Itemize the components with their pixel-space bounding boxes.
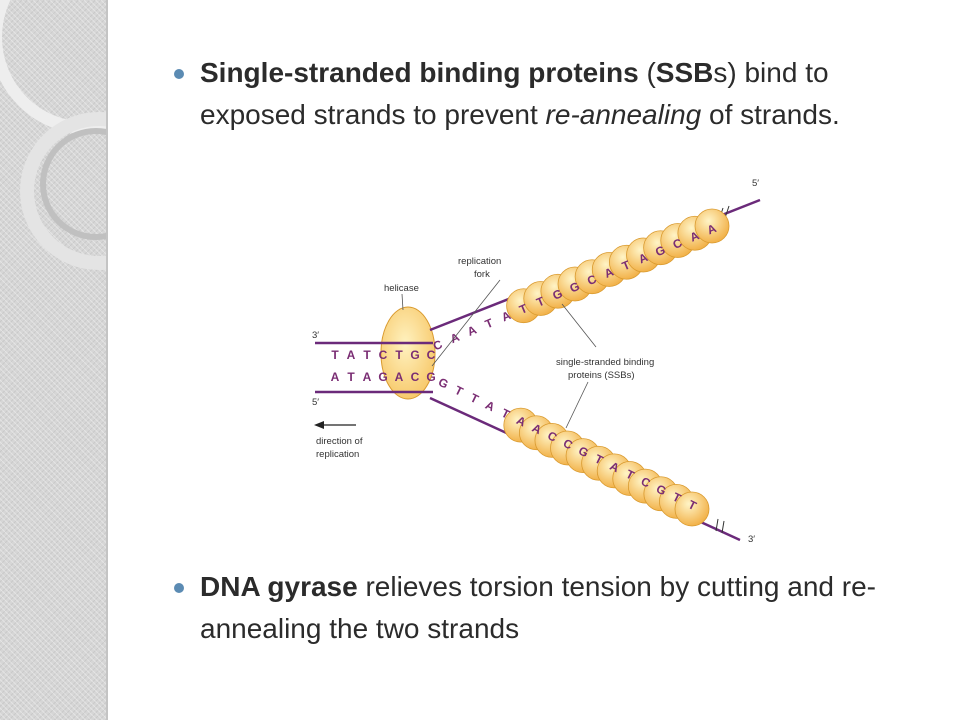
helicase-label: helicase: [384, 283, 419, 294]
strand-break-mark: [715, 205, 730, 534]
replication-fork-label: replication: [458, 256, 501, 267]
ssb-protein: [674, 491, 710, 527]
base-letter: T: [331, 348, 339, 362]
base-letter: C: [411, 370, 420, 384]
end-label-5prime-left: 5′: [312, 397, 319, 408]
base-letter: T: [347, 370, 355, 384]
bullet-gyrase-term: DNA gyrase: [200, 571, 358, 602]
helicase-shape: [380, 306, 436, 400]
bullet-ssb-abbrev: SSB: [655, 57, 714, 88]
bullet-ssb-text: (: [638, 57, 656, 88]
base-letter: T: [453, 383, 466, 399]
bullet-ssb-term: Single-stranded binding proteins: [200, 57, 639, 88]
helicase-leader-line: [401, 293, 404, 311]
ssb-leader-line-upper: [561, 303, 597, 348]
bullet-ssb: Single-stranded binding proteins (SSBs) …: [174, 52, 930, 136]
base-letter: A: [483, 398, 497, 415]
base-letter: G: [426, 370, 435, 384]
direction-label: replication: [316, 449, 359, 460]
base-letter: A: [347, 348, 356, 362]
base-letter: A: [395, 370, 404, 384]
ssb-label: proteins (SSBs): [568, 370, 635, 381]
direction-label: direction of: [316, 436, 363, 447]
base-letter: T: [395, 348, 403, 362]
base-letter: G: [378, 370, 387, 384]
base-letter: G: [436, 375, 451, 392]
base-letter: C: [427, 348, 436, 362]
ssb-protein: [694, 208, 730, 244]
bullet-ssb-text: of strands.: [701, 99, 840, 130]
bullet-ssb-text: s) bind to exposed strands to prevent: [200, 57, 829, 130]
base-letter: A: [363, 370, 372, 384]
decorative-side-panel: [0, 0, 108, 720]
ssb-leader-line-lower: [565, 381, 589, 429]
base-letter: G: [410, 348, 419, 362]
bullet-gyrase-text: relieves torsion tension by cutting and …: [200, 571, 876, 644]
bullet-gyrase: DNA gyrase relieves torsion tension by c…: [174, 566, 930, 650]
base-letter: T: [483, 315, 496, 331]
base-letter: A: [331, 370, 340, 384]
replication-fork-label: fork: [474, 269, 490, 280]
end-label-5prime-right: 5′: [752, 178, 759, 189]
ssb-protein-group-upper: [506, 208, 730, 324]
base-letter: A: [465, 322, 479, 338]
direction-arrow-icon: [314, 421, 356, 429]
base-letter: C: [379, 348, 388, 362]
end-label-3prime-left: 3′: [312, 330, 319, 341]
end-label-3prime-right: 3′: [748, 534, 755, 545]
base-letter: T: [468, 391, 481, 407]
base-letter: T: [363, 348, 371, 362]
ssb-protein-group-lower: [503, 407, 710, 527]
fork-leader-line: [431, 279, 501, 367]
ssb-label: single-stranded binding: [556, 357, 654, 368]
bullet-ssb-italic: re-annealing: [545, 99, 702, 130]
